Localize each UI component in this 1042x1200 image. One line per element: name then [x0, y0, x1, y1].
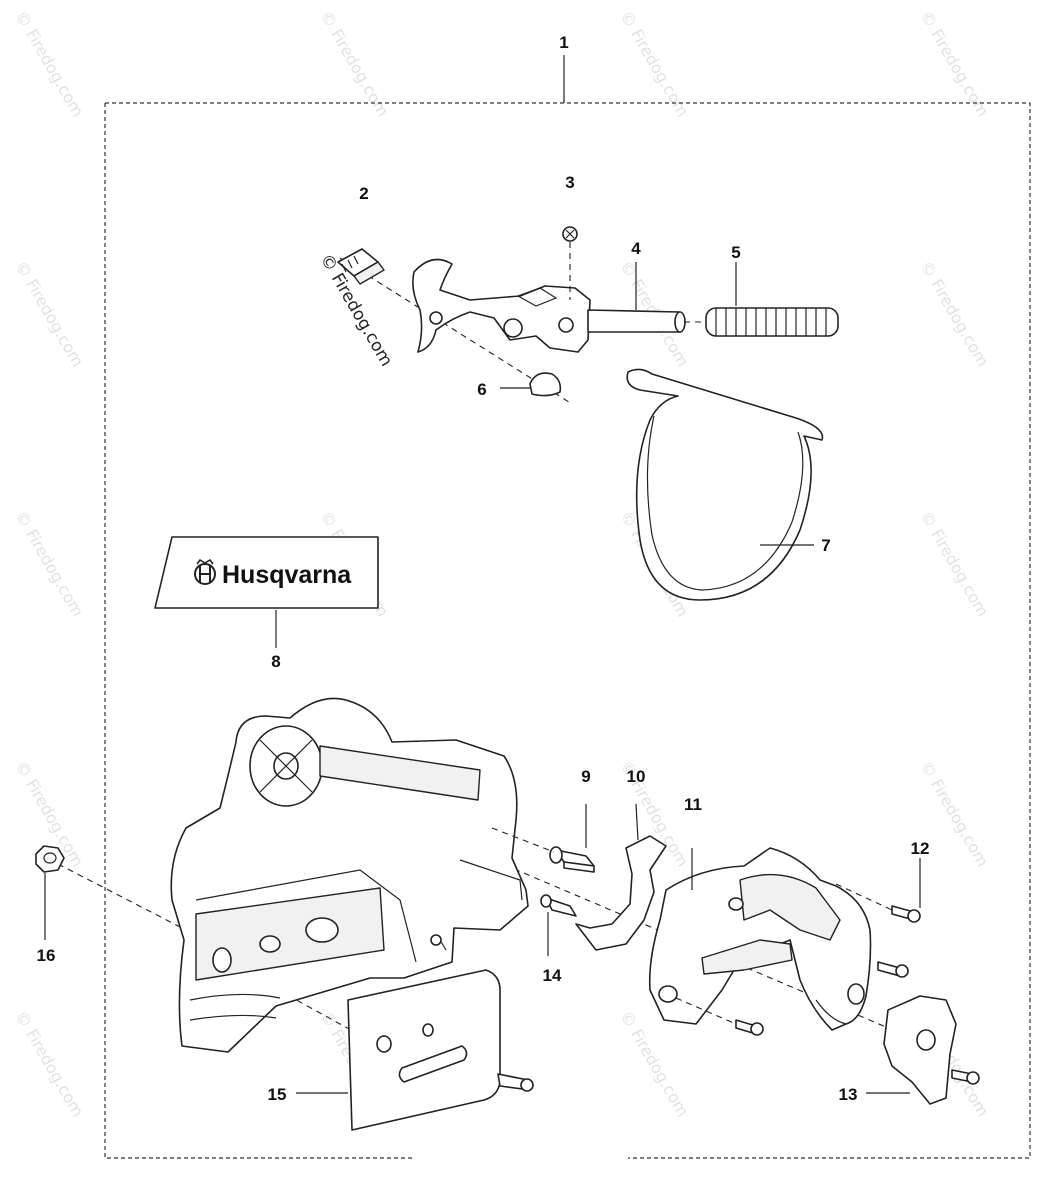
- callout-15: 15: [268, 1085, 287, 1104]
- watermark-text: © Firedog.com: [917, 508, 993, 621]
- part-5-spring: [684, 262, 839, 337]
- brake-axis-line: [339, 257, 573, 405]
- clutch-cover-housing: [170, 697, 529, 1053]
- cover-axis-line: [57, 863, 187, 931]
- callout-8: 8: [271, 652, 280, 671]
- part-11-clutch-cover: [648, 847, 872, 1031]
- watermark-text: © Firedog.com: [12, 508, 88, 621]
- callout-1: 1: [559, 33, 568, 52]
- watermark-text: © Firedog.com: [12, 1008, 88, 1121]
- callout-12: 12: [911, 839, 930, 858]
- watermark-text: © Firedog.com: [917, 258, 993, 371]
- part-6-clip: [500, 372, 562, 397]
- callout-13: 13: [839, 1085, 858, 1104]
- part-9-bushing: [491, 804, 595, 873]
- assembly-outline: [104, 55, 1031, 1159]
- callout-labels: 1 2 3 4 5 6 7 8 9 10 11 12 13 14 15 16: [37, 33, 930, 1104]
- callout-14: 14: [543, 966, 562, 985]
- callout-10: 10: [627, 767, 646, 786]
- brake-lever-plate: [412, 258, 591, 353]
- callout-11: 11: [684, 795, 702, 814]
- part-13-chain-catcher: [866, 995, 980, 1105]
- part-4-rod: [587, 262, 686, 333]
- callout-2: 2: [359, 184, 368, 203]
- part-2-sleeve: [337, 248, 385, 285]
- callout-7: 7: [821, 536, 830, 555]
- part-10-spring-clip: [575, 803, 667, 951]
- callout-6: 6: [477, 380, 486, 399]
- watermark-text: © Firedog.com: [617, 1008, 693, 1121]
- part-15-bar-plate: [296, 969, 534, 1131]
- husqvarna-logo-text: Husqvarna: [222, 561, 352, 589]
- part-3-screw: [562, 226, 578, 300]
- clutch-cover-screws: [675, 858, 921, 1036]
- callout-16: 16: [37, 946, 56, 965]
- watermark-text: © Firedog.com: [12, 8, 88, 121]
- callout-9: 9: [581, 767, 590, 786]
- callout-3: 3: [565, 173, 574, 192]
- part-14-pin: [540, 894, 577, 956]
- watermark-text: © Firedog.com: [12, 258, 88, 371]
- part-7-brake-band: [626, 368, 824, 601]
- part-8-decal: Husqvarna: [154, 536, 379, 648]
- part-16-nut: [35, 845, 65, 940]
- callout-5: 5: [731, 243, 740, 262]
- husqvarna-crown-icon: [194, 558, 216, 585]
- callout-4: 4: [631, 239, 641, 258]
